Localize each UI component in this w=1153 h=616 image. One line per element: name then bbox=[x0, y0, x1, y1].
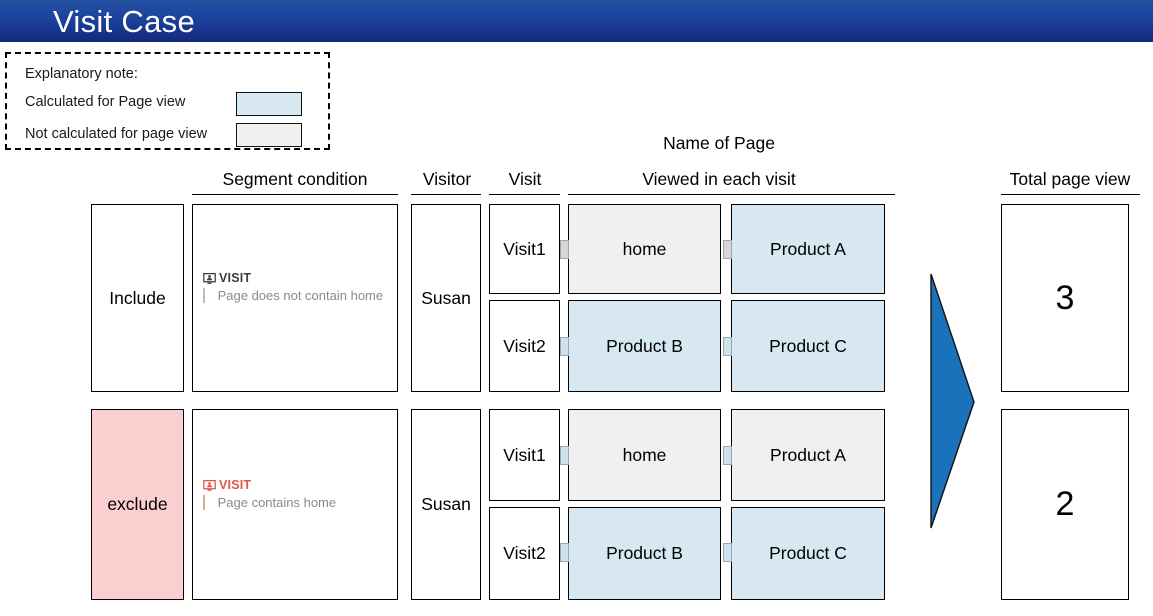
legend-box: Explanatory note: Calculated for Page vi… bbox=[5, 52, 330, 150]
connector-row-2-a bbox=[560, 446, 569, 465]
row-1-segment-rule-text: Page does not contain home bbox=[217, 288, 384, 303]
row-1-visit-2-page-1: Product B bbox=[568, 300, 721, 392]
row-1-visit-1-cell: Visit1 bbox=[489, 204, 560, 294]
row-2-mode-cell: exclude bbox=[91, 409, 184, 600]
connector-row-1-b bbox=[723, 240, 732, 259]
header-name-of-page: Name of Page bbox=[663, 133, 775, 153]
row-1-visit-2-cell: Visit2 bbox=[489, 300, 560, 392]
row-2-visit-1-page-1: home bbox=[568, 409, 721, 501]
row-2-segment-condition-cell: VISIT Page contains home bbox=[192, 409, 398, 600]
connector-row-1-a bbox=[560, 240, 569, 259]
row-1-segment-condition-cell: VISIT Page does not contain home bbox=[192, 204, 398, 392]
legend-swatch-calculated bbox=[236, 92, 302, 116]
row-2-segment-rule-text: Page contains home bbox=[217, 495, 337, 510]
visit-person-icon bbox=[203, 479, 216, 492]
header-rule-total-page-view bbox=[1001, 194, 1140, 195]
row-2-visit-2-cell: Visit2 bbox=[489, 507, 560, 600]
row-1-visit-2-page-2: Product C bbox=[731, 300, 885, 392]
header-rule-visit bbox=[489, 194, 560, 195]
connector-row-2-d bbox=[723, 543, 732, 562]
row-2-segment-rule-bar bbox=[203, 495, 205, 510]
row-1-total-page-view: 3 bbox=[1001, 204, 1129, 392]
row-2-segment-definition: VISIT Page contains home bbox=[203, 478, 393, 510]
row-1-segment-rule: Page does not contain home bbox=[203, 288, 393, 303]
row-2-total-page-view: 2 bbox=[1001, 409, 1129, 600]
row-2-segment-rule: Page contains home bbox=[203, 495, 393, 510]
row-2-visitor-cell: Susan bbox=[411, 409, 481, 600]
page-title: Visit Case bbox=[53, 4, 195, 39]
row-1-visit-1-page-2: Product A bbox=[731, 204, 885, 294]
row-1-mode-cell: Include bbox=[91, 204, 184, 392]
legend-heading: Explanatory note: bbox=[25, 66, 138, 82]
header-viewed-in-each-visit: Viewed in each visit bbox=[642, 169, 796, 189]
row-1-segment-rule-bar bbox=[203, 288, 205, 303]
title-bar: Visit Case bbox=[0, 0, 1153, 42]
row-2-visit-2-page-1: Product B bbox=[568, 507, 721, 600]
row-2-visit-2-page-2: Product C bbox=[731, 507, 885, 600]
row-1-segment-scope: VISIT bbox=[203, 271, 393, 285]
row-2-segment-scope: VISIT bbox=[203, 478, 393, 492]
row-1-visit-1-page-1: home bbox=[568, 204, 721, 294]
result-arrow-icon bbox=[928, 272, 978, 530]
legend-label-calculated: Calculated for Page view bbox=[25, 94, 186, 110]
connector-row-2-c bbox=[560, 543, 569, 562]
connector-row-1-c bbox=[560, 337, 569, 356]
header-visitor: Visitor bbox=[422, 169, 472, 189]
header-rule-segment-condition bbox=[192, 194, 398, 195]
row-1-visitor-cell: Susan bbox=[411, 204, 481, 392]
connector-row-2-b bbox=[723, 446, 732, 465]
header-rule-visitor bbox=[411, 194, 481, 195]
row-2-visit-1-cell: Visit1 bbox=[489, 409, 560, 501]
row-2-segment-scope-label: VISIT bbox=[219, 478, 252, 492]
header-visit: Visit bbox=[508, 169, 542, 189]
header-rule-viewed bbox=[568, 194, 895, 195]
row-2-visit-1-page-2: Product A bbox=[731, 409, 885, 501]
header-total-page-view: Total page view bbox=[1009, 169, 1131, 189]
legend-label-not-calculated: Not calculated for page view bbox=[25, 126, 208, 142]
row-1-segment-scope-label: VISIT bbox=[219, 271, 252, 285]
row-1-segment-definition: VISIT Page does not contain home bbox=[203, 271, 393, 303]
legend-swatch-not-calculated bbox=[236, 123, 302, 147]
connector-row-1-d bbox=[723, 337, 732, 356]
header-segment-condition: Segment condition bbox=[222, 169, 368, 189]
visit-person-icon bbox=[203, 272, 216, 285]
